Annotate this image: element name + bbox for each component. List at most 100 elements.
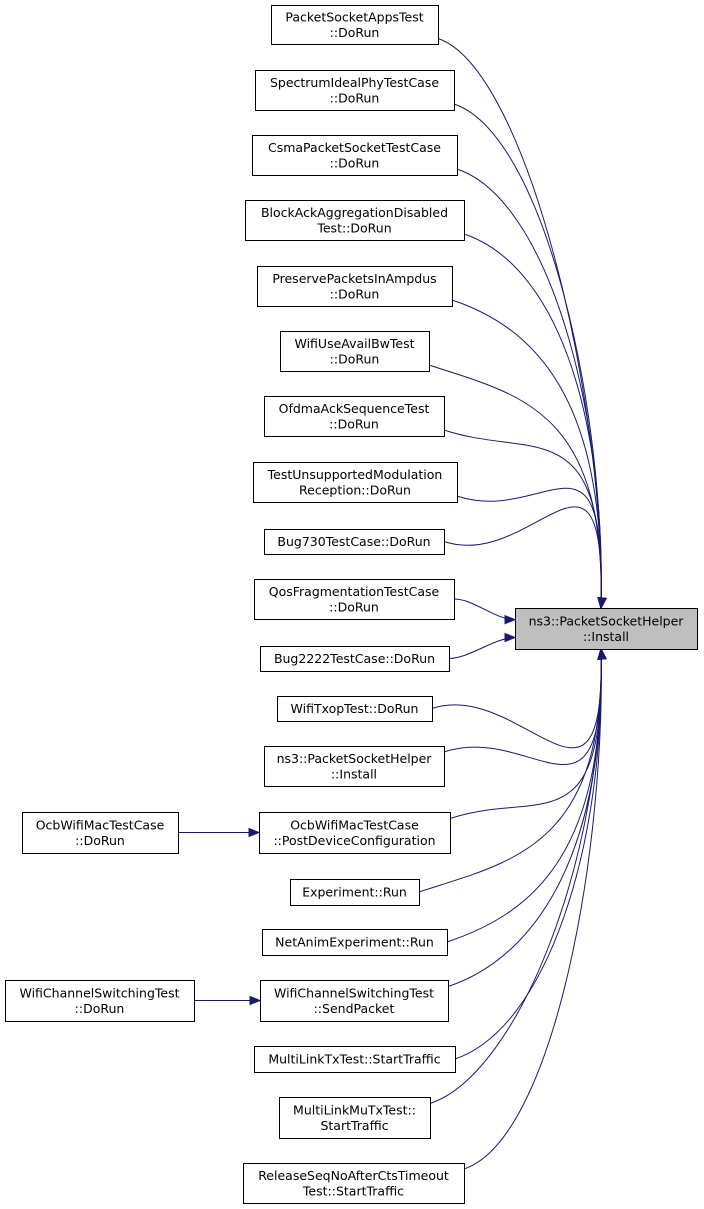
node-box bbox=[515, 608, 698, 650]
node-label-line: ::DoRun bbox=[330, 155, 380, 170]
node-label-line: TestUnsupportedModulation bbox=[267, 467, 443, 482]
node-box bbox=[254, 579, 455, 620]
node-box bbox=[259, 812, 451, 854]
node-packetsocketappstest-dorun[interactable]: PacketSocketAppsTest::DoRun bbox=[271, 5, 439, 45]
edge-c17-to-target bbox=[447, 648, 602, 987]
arrowhead-c20 bbox=[597, 647, 607, 660]
node-label-line: ::DoRun bbox=[330, 286, 380, 301]
edge-c14-to-target bbox=[449, 648, 602, 819]
node-box bbox=[243, 1163, 465, 1204]
edge-c16-to-target bbox=[446, 648, 602, 943]
arrowhead-c10 bbox=[504, 614, 517, 625]
node-label-line: ReleaseSeqNoAfterCtsTimeout bbox=[258, 1168, 449, 1183]
node-wifichannelswitchingtest-dorun[interactable]: WifiChannelSwitchingTest::DoRun bbox=[5, 980, 195, 1022]
node-box bbox=[5, 980, 195, 1022]
node-box bbox=[264, 529, 445, 555]
edge-c18-to-target bbox=[454, 648, 602, 1060]
node-testunsupportedmodulation-reception-dorun[interactable]: TestUnsupportedModulationReception::DoRu… bbox=[253, 462, 458, 503]
edge-c8-to-target bbox=[456, 487, 602, 609]
node-label-line: MultiLinkMuTxTest:: bbox=[293, 1102, 416, 1117]
node-label-line: ns3::PacketSocketHelper bbox=[277, 751, 433, 766]
node-label-line: ::DoRun bbox=[329, 416, 379, 431]
node-label-line: ::DoRun bbox=[330, 25, 380, 40]
node-label-line: OcbWifiMacTestCase bbox=[290, 817, 419, 832]
node-box bbox=[277, 696, 433, 722]
node-releaseseqnoafterctstimeout-test-starttraffic[interactable]: ReleaseSeqNoAfterCtsTimeoutTest::StartTr… bbox=[243, 1163, 465, 1204]
node-label-line: WifiChannelSwitchingTest bbox=[274, 985, 434, 1000]
nodes-layer: ns3::PacketSocketHelper::Install PacketSo… bbox=[5, 5, 698, 1204]
node-box bbox=[22, 812, 179, 854]
node-bug730testcase-dorun[interactable]: Bug730TestCase::DoRun bbox=[264, 529, 445, 555]
node-wifiuseavailbwtest-dorun[interactable]: WifiUseAvailBwTest::DoRun bbox=[280, 331, 430, 372]
arrowhead-c11 bbox=[504, 632, 517, 643]
node-box bbox=[290, 879, 420, 906]
edge-c5-to-target bbox=[451, 299, 602, 609]
edge-c2-to-target bbox=[453, 103, 602, 609]
node-label-line: BlockAckAggregationDisabled bbox=[261, 205, 448, 220]
node-wifichannelswitchingtest-sendpacket[interactable]: WifiChannelSwitchingTest::SendPacket bbox=[260, 980, 449, 1022]
node-label-line: ::DoRun bbox=[330, 90, 380, 105]
node-label-line: NetAnimExperiment::Run bbox=[275, 935, 434, 950]
node-wifitxoptest-dorun[interactable]: WifiTxopTest::DoRun bbox=[277, 696, 433, 722]
node-label-line: Test::StartTraffic bbox=[302, 1183, 404, 1198]
node-label-line: Experiment::Run bbox=[302, 885, 407, 900]
node-box bbox=[252, 135, 458, 176]
node-box bbox=[264, 396, 445, 437]
node-ocbwifimactestcase-dorun[interactable]: OcbWifiMacTestCase::DoRun bbox=[22, 812, 179, 854]
node-ocbwifimactestcase-postdeviceconfiguration[interactable]: OcbWifiMacTestCase::PostDeviceConfigurat… bbox=[259, 812, 451, 854]
node-box bbox=[253, 462, 458, 503]
node-label-line: ::Install bbox=[331, 766, 377, 781]
edge-c4-to-target bbox=[463, 233, 602, 609]
node-label-line: ::DoRun bbox=[329, 599, 379, 614]
node-experiment-run[interactable]: Experiment::Run bbox=[290, 879, 420, 906]
node-label-line: ::Install bbox=[583, 629, 629, 644]
node-box bbox=[264, 746, 445, 787]
node-box bbox=[257, 266, 453, 307]
node-multilinktxtest-starttraffic[interactable]: MultiLinkTxTest::StartTraffic bbox=[254, 1046, 456, 1073]
node-csmapacketsockettestcase-dorun[interactable]: CsmaPacketSocketTestCase::DoRun bbox=[252, 135, 458, 176]
node-label-line: OcbWifiMacTestCase bbox=[36, 817, 165, 832]
edge-c7-to-target bbox=[443, 429, 602, 609]
edge-c1-to-target bbox=[437, 38, 602, 609]
node-label-line: MultiLinkTxTest::StartTraffic bbox=[268, 1052, 440, 1067]
node-label-line: ::PostDeviceConfiguration bbox=[273, 833, 435, 848]
node-multilinkmutxtest-starttraffic[interactable]: MultiLinkMuTxTest::StartTraffic bbox=[279, 1097, 431, 1139]
arrowhead-c9 bbox=[597, 597, 607, 610]
edges-layer bbox=[178, 38, 607, 1170]
node-ofdmaacksequencetest-dorun[interactable]: OfdmaAckSequenceTest::DoRun bbox=[264, 396, 445, 437]
node-box bbox=[245, 200, 465, 241]
arrowhead-s1 bbox=[248, 827, 261, 838]
node-box bbox=[254, 1046, 456, 1073]
node-box bbox=[260, 980, 449, 1022]
node-label-line: ::DoRun bbox=[75, 833, 125, 848]
node-box bbox=[280, 331, 430, 372]
arrowhead-s2 bbox=[249, 995, 262, 1006]
node-qosfragmentationtestcase-dorun[interactable]: QosFragmentationTestCase::DoRun bbox=[254, 579, 455, 620]
node-label-line: Bug2222TestCase::DoRun bbox=[274, 651, 435, 666]
node-netanimexperiment-run[interactable]: NetAnimExperiment::Run bbox=[262, 929, 448, 956]
node-label-line: PacketSocketAppsTest bbox=[285, 9, 423, 24]
node-label-line: WifiTxopTest::DoRun bbox=[291, 701, 419, 716]
node-label-line: ::SendPacket bbox=[314, 1001, 395, 1016]
node-ns3-packetsockethelper-install[interactable]: ns3::PacketSocketHelper::Install bbox=[515, 608, 698, 650]
node-box bbox=[279, 1097, 431, 1139]
node-label-line: ::DoRun bbox=[75, 1001, 125, 1016]
node-ns3-packetsockethelper-install[interactable]: ns3::PacketSocketHelper::Install bbox=[264, 746, 445, 787]
node-spectrumidealphytestcase-dorun[interactable]: SpectrumIdealPhyTestCase::DoRun bbox=[255, 70, 455, 111]
edge-c15-to-target bbox=[418, 648, 602, 893]
node-preservepacketsinampdus-dorun[interactable]: PreservePacketsInAmpdus::DoRun bbox=[257, 266, 453, 307]
node-label-line: WifiUseAvailBwTest bbox=[294, 336, 414, 351]
node-label-line: CsmaPacketSocketTestCase bbox=[268, 140, 441, 155]
node-bug2222testcase-dorun[interactable]: Bug2222TestCase::DoRun bbox=[260, 646, 450, 672]
node-box bbox=[262, 929, 448, 956]
node-label-line: Test::DoRun bbox=[316, 220, 391, 235]
edge-c9-to-target bbox=[443, 506, 602, 609]
node-label-line: PreservePacketsInAmpdus bbox=[272, 271, 436, 286]
node-box bbox=[271, 5, 439, 45]
node-label-line: ns3::PacketSocketHelper bbox=[529, 613, 685, 628]
node-box bbox=[255, 70, 455, 111]
node-label-line: Reception::DoRun bbox=[299, 482, 411, 497]
